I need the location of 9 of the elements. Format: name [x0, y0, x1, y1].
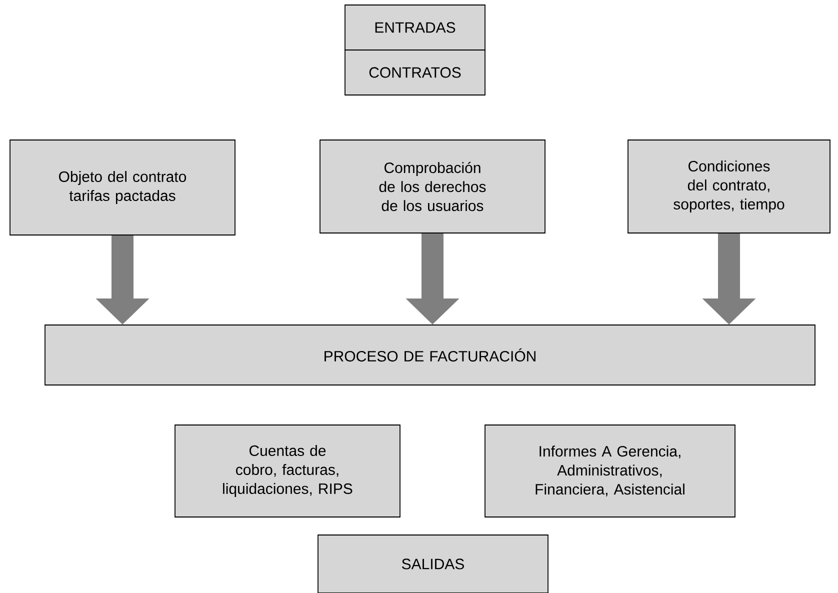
- process-box: SALIDAS: [318, 534, 548, 593]
- process-box: Informes A Gerencia, Administrativos, Financiera, Asistencial: [484, 424, 736, 518]
- process-box: Comprobación de los derechos de los usuarios: [320, 140, 546, 234]
- process-box: ENTRADAS: [344, 4, 486, 50]
- process-box: Objeto del contrato tarifas pactadas: [10, 140, 236, 236]
- process-box: PROCESO DE FACTURACIÓN: [44, 324, 816, 386]
- process-box: Condiciones del contrato, soportes, tiempo: [628, 140, 830, 234]
- process-box: Cuentas de cobro, facturas, liquidaciones, RIPS: [174, 424, 400, 518]
- process-box: CONTRATOS: [344, 50, 486, 96]
